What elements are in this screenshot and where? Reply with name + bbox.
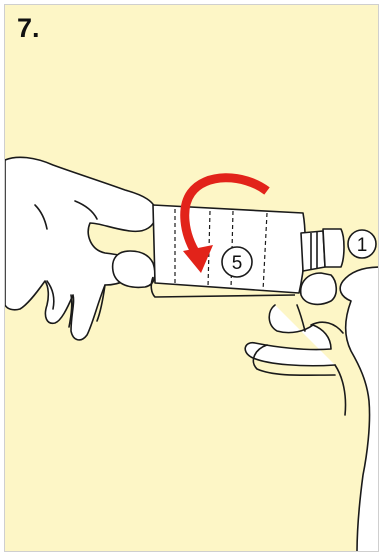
callout-pen-cap: 1 [348, 230, 376, 258]
callout-1-label: 1 [357, 235, 368, 256]
callout-needle-label: 5 [222, 247, 252, 277]
right-hand [245, 267, 379, 552]
callout-5-label: 5 [232, 253, 243, 274]
pen-tip [301, 229, 344, 271]
instruction-panel: 7. [4, 4, 379, 552]
illustration: 1 5 [5, 5, 379, 552]
left-hand [5, 157, 157, 340]
